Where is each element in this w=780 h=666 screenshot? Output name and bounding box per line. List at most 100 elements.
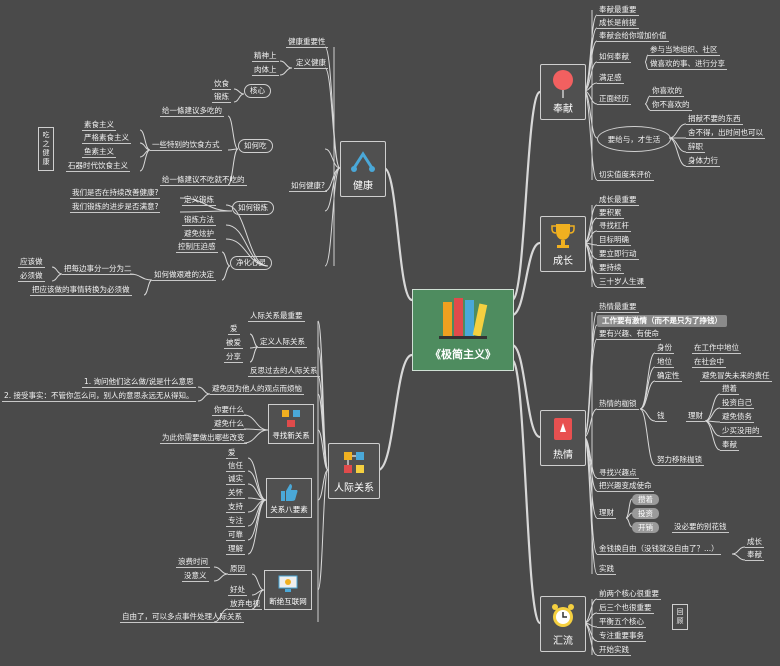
topic[interactable]: 满足感	[597, 73, 624, 84]
topic[interactable]: 可靠	[226, 530, 245, 541]
topic[interactable]: 参与当地组织、社区	[648, 45, 720, 56]
branch-passion[interactable]: 热情	[540, 410, 586, 466]
topic[interactable]: 要持续	[597, 263, 624, 274]
topic-highlight[interactable]: 工作要有激情（而不是只为了挣钱）	[597, 315, 727, 327]
topic[interactable]: 努力移除枷锁	[655, 455, 704, 466]
topic[interactable]: 舍不得，出时间也可以	[686, 128, 765, 139]
topic-pill[interactable]: 投资	[632, 508, 659, 519]
topic-box[interactable]: 核心	[244, 84, 271, 98]
topic[interactable]: 把每边事分一分为二	[62, 264, 134, 275]
branch-health[interactable]: 健康	[340, 141, 386, 197]
topic[interactable]: 辞职	[686, 142, 705, 153]
sub-disconnect-internet[interactable]: 断绝互联网	[264, 570, 312, 610]
topic[interactable]: 2. 接受事实：不管你怎么问，别人的意思永远无从得知。	[2, 391, 196, 402]
topic[interactable]: 被爱	[224, 338, 243, 349]
topic[interactable]: 三十岁人生课	[597, 277, 646, 288]
branch-growth[interactable]: 成长	[540, 216, 586, 272]
topic[interactable]: 捐献不要的东西	[686, 114, 743, 125]
topic[interactable]: 爱	[226, 448, 238, 459]
topic[interactable]: 自由了，可以多点事件处理人际关系	[120, 612, 244, 623]
topic[interactable]: 避免炫护	[182, 229, 216, 240]
topic[interactable]: 在工作中地位	[692, 343, 741, 354]
topic[interactable]: 奉献最重要	[597, 5, 639, 16]
topic-box[interactable]: 如何锻炼	[232, 201, 274, 215]
topic[interactable]: 攒着	[720, 384, 739, 395]
topic[interactable]: 投资自己	[720, 398, 754, 409]
topic[interactable]: 地位	[655, 357, 674, 368]
topic[interactable]: 锻炼	[212, 92, 231, 103]
topic[interactable]: 信任	[226, 461, 245, 472]
topic[interactable]: 要积累	[597, 208, 624, 219]
topic[interactable]: 支持	[226, 502, 245, 513]
topic[interactable]: 奉献	[720, 440, 739, 451]
topic[interactable]: 避免因为他人的观点而烦恼	[210, 384, 304, 395]
topic[interactable]: 严格素食主义	[82, 133, 131, 144]
topic[interactable]: 专注重要事务	[597, 631, 646, 642]
topic-pill[interactable]: 攒着	[632, 494, 659, 505]
branch-summary[interactable]: 汇流	[540, 596, 586, 652]
topic[interactable]: 把兴趣变成使命	[597, 481, 654, 492]
topic[interactable]: 爱	[228, 324, 240, 335]
topic[interactable]: 热情的枷锁	[597, 399, 639, 410]
topic[interactable]: 控制压迫感	[176, 242, 218, 253]
topic[interactable]: 正面经历	[597, 94, 631, 105]
topic[interactable]: 给一條建议多吃的	[160, 106, 224, 117]
topic[interactable]: 原因	[228, 564, 247, 575]
central-topic[interactable]: 《极简主义》	[412, 289, 514, 371]
topic[interactable]: 钱	[655, 411, 667, 422]
topic[interactable]: 必须做	[18, 271, 45, 282]
topic[interactable]: 我们锻炼的进步是否满意?	[70, 202, 161, 213]
topic[interactable]: 切实值度来评价	[597, 170, 654, 181]
topic[interactable]: 如何健康?	[289, 181, 327, 192]
topic[interactable]: 避免债务	[720, 412, 754, 423]
topic[interactable]: 石器时代饮食主义	[66, 161, 130, 172]
topic[interactable]: 好处	[228, 585, 247, 596]
topic[interactable]: 1. 询问他们这么做/说是什么意思	[82, 377, 196, 388]
topic[interactable]: 热情最重要	[597, 302, 639, 313]
topic[interactable]: 你喜欢的	[650, 86, 684, 97]
topic[interactable]: 寻找杠杆	[597, 221, 631, 232]
topic[interactable]: 如何做艰难的决定	[152, 270, 216, 281]
topic[interactable]: 给一條建议不吃就不吃的	[160, 175, 247, 186]
topic[interactable]: 精神上	[252, 51, 279, 62]
topic[interactable]: 实践	[597, 564, 616, 575]
topic[interactable]: 我们是否在持续改善健康?	[70, 188, 161, 199]
topic[interactable]: 如何奉献	[597, 52, 631, 63]
topic[interactable]: 少买没用的	[720, 426, 762, 437]
topic[interactable]: 应该做	[18, 257, 45, 268]
topic[interactable]: 反思过去的人际关系	[248, 366, 320, 377]
topic[interactable]: 鱼素主义	[82, 147, 116, 158]
sub-eight-elements[interactable]: 关系八要素	[266, 478, 312, 518]
topic[interactable]: 理财	[686, 411, 705, 422]
topic[interactable]: 身体力行	[686, 156, 720, 167]
topic[interactable]: 人际关系最重要	[248, 311, 305, 322]
topic[interactable]: 理财	[597, 508, 616, 519]
topic[interactable]: 成长是前提	[597, 18, 639, 29]
topic[interactable]: 前两个核心很重要	[597, 589, 661, 600]
topic[interactable]: 健康重要性	[286, 37, 328, 48]
topic[interactable]: 肉体上	[252, 65, 279, 76]
topic[interactable]: 平衡五个核心	[597, 617, 646, 628]
topic[interactable]: 寻找兴趣点	[597, 468, 639, 479]
topic[interactable]: 在社会中	[692, 357, 726, 368]
topic[interactable]: 没意义	[182, 571, 209, 582]
topic[interactable]: 一些特别的饮食方式	[150, 140, 222, 151]
topic[interactable]: 成长	[745, 537, 764, 548]
topic[interactable]: 浪费时间	[176, 557, 210, 568]
topic-pill[interactable]: 开销	[632, 522, 659, 533]
topic[interactable]: 把应该做的事情转换为必须做	[30, 285, 132, 296]
topic[interactable]: 开始实践	[597, 645, 631, 656]
topic[interactable]: 为此你需要做出哪些改变	[160, 433, 247, 444]
topic[interactable]: 目标明确	[597, 235, 631, 246]
topic[interactable]: 身份	[655, 343, 674, 354]
topic[interactable]: 定义健康	[294, 58, 328, 69]
topic[interactable]: 专注	[226, 516, 245, 527]
topic-box[interactable]: 净化心灵	[230, 256, 272, 270]
topic[interactable]: 定义人际关系	[258, 337, 307, 348]
topic[interactable]: 素食主义	[82, 120, 116, 131]
topic[interactable]: 要有兴趣、有使命	[597, 329, 661, 340]
topic[interactable]: 没必要的别花钱	[672, 522, 729, 533]
topic[interactable]: 奉献会给你增加价值	[597, 31, 669, 42]
topic[interactable]: 做喜欢的事、进行分享	[648, 59, 727, 70]
topic[interactable]: 饮食	[212, 79, 231, 90]
